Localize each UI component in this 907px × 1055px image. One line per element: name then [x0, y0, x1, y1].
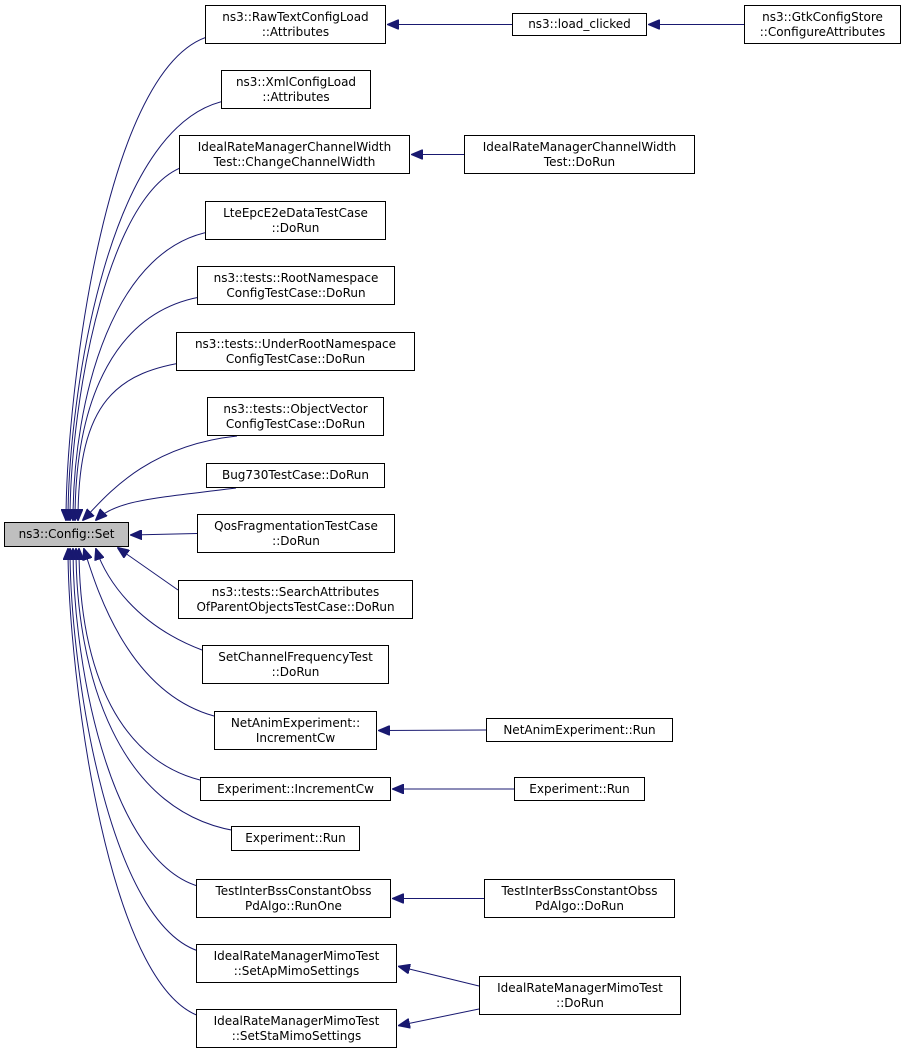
node-label-line: Experiment::Run [529, 781, 630, 796]
node-label-line: ::Attributes [261, 24, 330, 39]
edge-exp-inc-to-set [79, 549, 216, 784]
node-label-line: IdealRateManagerChannelWidth [197, 139, 392, 154]
edge-ideal-cw-change-to-set [70, 163, 195, 520]
node-mimo-ap[interactable]: IdealRateManagerMimoTest::SetApMimoSetti… [196, 944, 397, 983]
edge-root-ns-to-set [75, 294, 213, 520]
edge-rawtext-attr-to-set [66, 33, 221, 520]
edge-netanim-run-to-netanim-inc [379, 730, 487, 731]
edge-mimo-dorun-to-mimo-sta [399, 1008, 480, 1026]
node-label-line: Test::DoRun [543, 154, 616, 169]
node-label-line: ::DoRun [556, 995, 604, 1010]
node-label-line: ns3::tests::ObjectVector [223, 401, 368, 416]
node-lte-epc[interactable]: LteEpcE2eDataTestCase::DoRun [205, 201, 386, 240]
node-label-line: OfParentObjectsTestCase::DoRun [196, 599, 395, 614]
node-netanim-inc[interactable]: NetAnimExperiment::IncrementCw [214, 711, 377, 750]
node-label-line: IdealRateManagerMimoTest [497, 980, 663, 995]
node-label-line: IdealRateManagerChannelWidth [482, 139, 677, 154]
node-label-line: QosFragmentationTestCase [214, 518, 378, 533]
node-label-line: IdealRateManagerMimoTest [213, 948, 380, 963]
node-label-line: ns3::tests::SearchAttributes [211, 584, 380, 599]
node-label-line: ::DoRun [272, 533, 320, 548]
node-label-line: Bug730TestCase::DoRun [221, 468, 370, 482]
node-label-line: PdAlgo::DoRun [534, 898, 625, 913]
node-label-line: LteEpcE2eDataTestCase [223, 205, 368, 220]
edge-lte-epc-to-set [73, 229, 221, 520]
node-load-clicked[interactable]: ns3::load_clicked [512, 13, 647, 36]
edge-obj-vector-to-set [83, 435, 238, 520]
node-label-line: ns3::tests::RootNamespace [213, 270, 379, 285]
node-label-line: NetAnimExperiment:: [230, 715, 361, 730]
node-label-line: ConfigTestCase::DoRun [225, 416, 366, 431]
node-label-line: Experiment::Run [245, 831, 346, 845]
node-label-line: ::SetApMimoSettings [233, 963, 360, 978]
node-mimo-sta[interactable]: IdealRateManagerMimoTest::SetStaMimoSett… [196, 1009, 397, 1048]
node-label-line: ::DoRun [271, 220, 320, 235]
edge-bug730-to-set [96, 487, 237, 520]
node-label-line: ::ConfigureAttributes [759, 24, 886, 39]
edge-exp-run-left-to-set [76, 549, 247, 833]
node-bug730[interactable]: Bug730TestCase::DoRun [206, 463, 385, 488]
node-rawtext-attr[interactable]: ns3::RawTextConfigLoad::Attributes [205, 5, 386, 44]
node-exp-run-left[interactable]: Experiment::Run [231, 826, 360, 851]
node-exp-inc[interactable]: Experiment::IncrementCw [200, 777, 391, 801]
node-set-chan-freq[interactable]: SetChannelFrequencyTest::DoRun [202, 645, 389, 684]
root-node-config-set: ns3::Config::Set [4, 522, 129, 547]
node-label-line: IncrementCw [255, 730, 336, 745]
node-label-line: Test::ChangeChannelWidth [213, 154, 376, 169]
edge-xml-attr-to-set [68, 98, 237, 520]
node-label-line: ns3::RawTextConfigLoad [222, 9, 369, 24]
node-label-line: ns3::GtkConfigStore [762, 9, 883, 24]
edge-set-chan-freq-to-set [96, 549, 203, 651]
node-label-line: ns3::load_clicked [528, 17, 631, 31]
node-gtk-configure[interactable]: ns3::GtkConfigStore::ConfigureAttributes [744, 5, 901, 44]
node-exp-run-right[interactable]: Experiment::Run [514, 777, 645, 801]
edge-mimo-sta-to-set [68, 549, 212, 1020]
edge-netanim-inc-to-set [84, 549, 215, 717]
node-label-line: TestInterBssConstantObss [501, 883, 658, 898]
node-label-line: ns3::tests::UnderRootNamespace [194, 336, 397, 351]
edge-mimo-ap-to-set [70, 549, 212, 955]
node-label-line: ConfigTestCase::DoRun [226, 285, 366, 300]
edge-qos-frag-to-set [131, 534, 198, 536]
node-label-line: TestInterBssConstantObss [215, 883, 372, 898]
node-label-line: ns3::Config::Set [18, 527, 115, 541]
node-label-line: ::Attributes [262, 89, 330, 104]
node-label-line: ns3::XmlConfigLoad [235, 74, 357, 89]
edge-interbss-runone-to-set [73, 549, 212, 890]
edge-search-attr-to-set [118, 548, 179, 591]
node-xml-attr[interactable]: ns3::XmlConfigLoad::Attributes [221, 70, 371, 109]
node-mimo-dorun[interactable]: IdealRateManagerMimoTest::DoRun [479, 976, 681, 1015]
node-label-line: PdAlgo::RunOne [245, 898, 342, 913]
node-label-line: Experiment::IncrementCw [217, 781, 374, 796]
node-label-line: SetChannelFrequencyTest [218, 649, 373, 664]
edge-mimo-dorun-to-mimo-ap [399, 967, 480, 987]
edge-under-root-ns-to-set [78, 360, 192, 520]
node-qos-frag[interactable]: QosFragmentationTestCase::DoRun [197, 514, 395, 553]
node-label-line: IdealRateManagerMimoTest [213, 1013, 380, 1028]
node-label-line: NetAnimExperiment::Run [503, 722, 656, 737]
node-label-line: ::SetStaMimoSettings [231, 1028, 362, 1043]
node-label-line: ::DoRun [271, 664, 320, 679]
node-netanim-run[interactable]: NetAnimExperiment::Run [486, 718, 673, 742]
node-label-line: ConfigTestCase::DoRun [225, 351, 366, 366]
